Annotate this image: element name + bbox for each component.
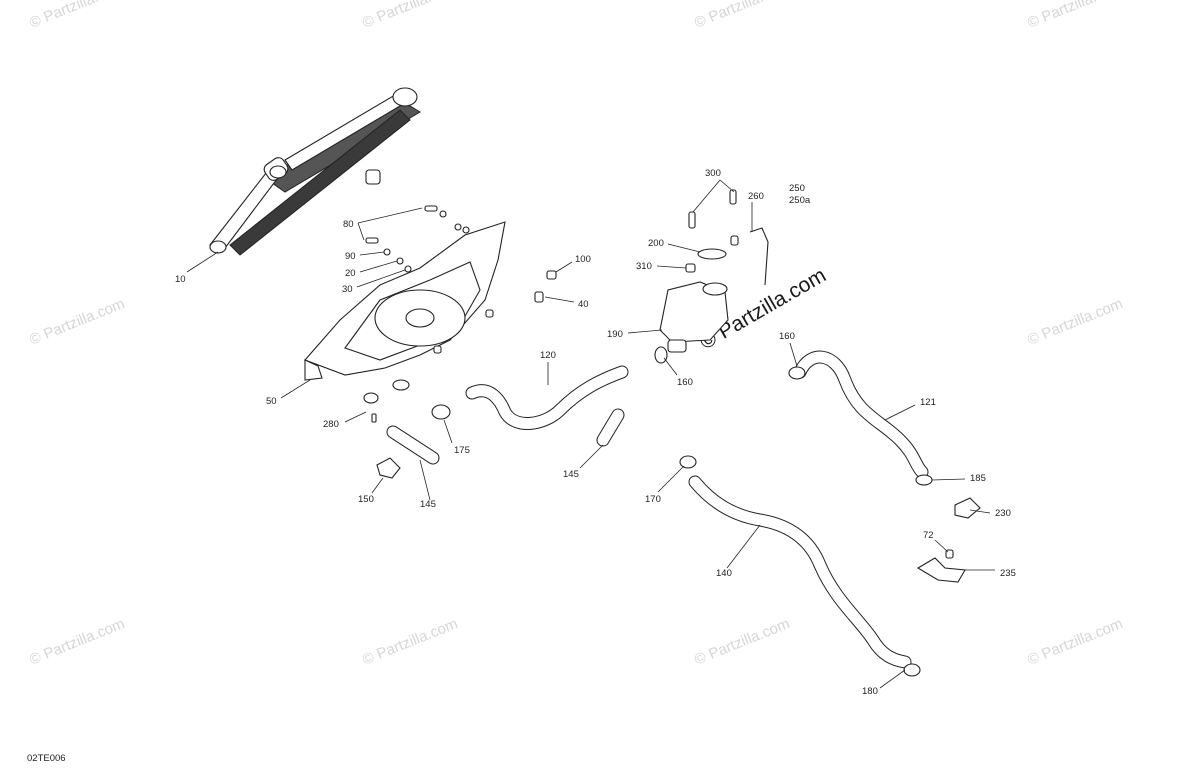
callout-120[interactable]: 120 [540, 350, 556, 361]
callout-150[interactable]: 150 [358, 494, 374, 505]
watermark-layer: © Partzilla.com © Partzilla.com © Partzi… [27, 0, 1125, 669]
watermark: © Partzilla.com [692, 0, 792, 32]
watermark: © Partzilla.com [360, 615, 460, 669]
callout-180[interactable]: 180 [862, 686, 878, 697]
callout-10[interactable]: 10 [175, 274, 186, 285]
coolant-reservoir[interactable] [654, 248, 729, 364]
callout-140[interactable]: 140 [716, 568, 732, 579]
callout-280[interactable]: 280 [323, 419, 339, 430]
callout-80[interactable]: 80 [343, 219, 354, 230]
callout-90[interactable]: 90 [345, 251, 356, 262]
leader-lines [186, 179, 995, 689]
callout-50[interactable]: 50 [266, 396, 277, 407]
callout-30[interactable]: 30 [342, 284, 353, 295]
watermark: © Partzilla.com [27, 615, 127, 669]
watermark: © Partzilla.com [1025, 615, 1125, 669]
watermark: © Partzilla.com [27, 0, 127, 32]
watermark: © Partzilla.com [360, 0, 460, 32]
hose-140[interactable] [679, 455, 921, 677]
callout-235[interactable]: 235 [1000, 568, 1016, 579]
callout-145[interactable]: 145 [563, 469, 579, 480]
callout-160[interactable]: 160 [677, 377, 693, 388]
callout-72[interactable]: 72 [923, 530, 934, 541]
callout-260[interactable]: 260 [748, 191, 764, 202]
reservoir-hardware [685, 189, 769, 286]
callout-40[interactable]: 40 [578, 299, 589, 310]
callout-185[interactable]: 185 [970, 473, 986, 484]
callout-250a[interactable]: 250a [789, 195, 811, 206]
watermark: © Partzilla.com [27, 295, 127, 349]
fastener-hardware [365, 205, 557, 354]
sleeve-145-left[interactable] [386, 425, 440, 465]
callout-310[interactable]: 310 [636, 261, 652, 272]
callout-230[interactable]: 230 [995, 508, 1011, 519]
hose-120[interactable] [465, 365, 629, 430]
callout-100[interactable]: 100 [575, 254, 591, 265]
callout-190[interactable]: 190 [607, 329, 623, 340]
callout-145[interactable]: 145 [420, 499, 436, 510]
callout-170[interactable]: 170 [645, 494, 661, 505]
callout-300[interactable]: 300 [705, 168, 721, 179]
callout-20[interactable]: 20 [345, 268, 356, 279]
callout-200[interactable]: 200 [648, 238, 664, 249]
watermark: © Partzilla.com [1025, 0, 1125, 32]
callout-160[interactable]: 160 [779, 331, 795, 342]
watermark: © Partzilla.com [692, 615, 792, 669]
fan-shroud[interactable] [304, 221, 506, 381]
watermark: © Partzilla.com [1025, 295, 1125, 349]
hose-121[interactable] [788, 350, 933, 486]
callout-250[interactable]: 250 [789, 183, 805, 194]
radiator[interactable] [209, 87, 421, 256]
callout-175[interactable]: 175 [454, 445, 470, 456]
callout-121[interactable]: 121 [920, 397, 936, 408]
callout-labels: 10 80 90 20 30 50 100 40 120 280 175 145… [175, 168, 1016, 697]
sleeve-145-right[interactable] [596, 408, 625, 447]
diagram-code: 02TE006 [27, 753, 66, 764]
hose-clamps-left [363, 379, 451, 479]
